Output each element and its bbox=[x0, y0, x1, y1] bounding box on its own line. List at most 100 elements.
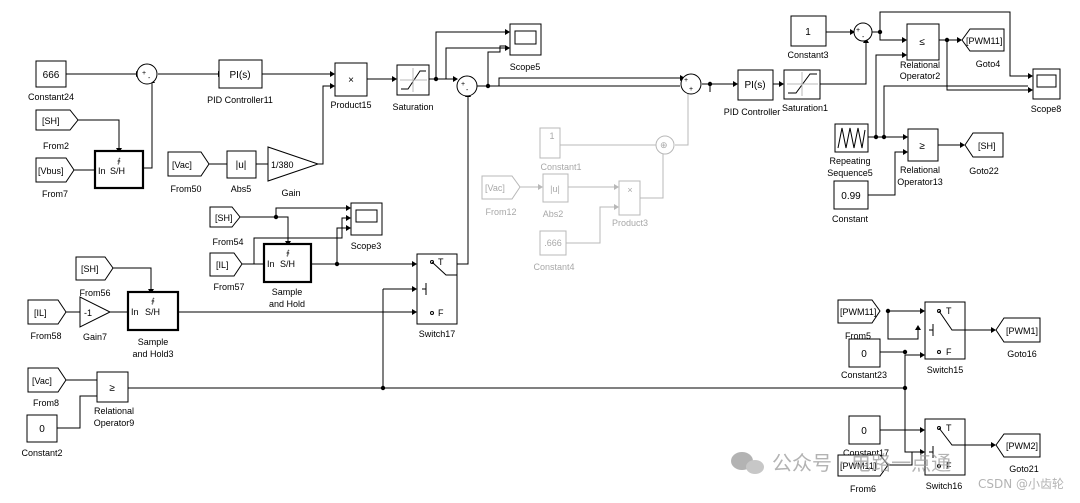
svg-text:From54: From54 bbox=[212, 237, 243, 247]
svg-text:In: In bbox=[98, 166, 106, 176]
goto4-block[interactable]: [PWM11] Goto4 bbox=[961, 28, 1005, 69]
from8-block[interactable]: [Vac] From8 bbox=[27, 367, 67, 408]
from2-block[interactable]: [SH] From2 bbox=[35, 109, 79, 151]
from57-block[interactable]: [IL] From57 bbox=[209, 252, 245, 292]
relational-operator9-block[interactable]: ≥ Relational Operator9 bbox=[94, 371, 135, 428]
svg-text:From7: From7 bbox=[42, 189, 68, 199]
scope3-block[interactable]: Scope3 bbox=[350, 202, 383, 251]
svg-text:+: + bbox=[461, 81, 465, 88]
sum-block-2[interactable]: + - bbox=[456, 75, 478, 97]
svg-text:∮: ∮ bbox=[151, 297, 155, 305]
constant23-block[interactable]: 0 Constant23 bbox=[841, 338, 887, 380]
svg-text:From50: From50 bbox=[170, 184, 201, 194]
abs5-block[interactable]: |u| Abs5 bbox=[226, 150, 257, 194]
svg-text:Relational: Relational bbox=[900, 60, 940, 70]
svg-text:Repeating: Repeating bbox=[829, 156, 870, 166]
svg-text:[PWM2]: [PWM2] bbox=[1006, 441, 1038, 451]
svg-text:From12: From12 bbox=[485, 207, 516, 217]
sum-block-4[interactable]: + - bbox=[853, 22, 873, 42]
svg-text:Sample: Sample bbox=[272, 287, 303, 297]
product3-block[interactable]: × Product3 bbox=[612, 180, 648, 228]
svg-text:T: T bbox=[946, 423, 952, 433]
gain7-block[interactable]: -1 Gain7 bbox=[79, 296, 112, 342]
svg-text:+: + bbox=[142, 70, 146, 77]
pid-controller-block[interactable]: PI(s) PID Controller bbox=[724, 69, 781, 117]
from12-block[interactable]: [Vac] From12 bbox=[481, 175, 521, 217]
sum-block-1[interactable]: + - bbox=[136, 63, 158, 85]
constant4-block[interactable]: .666 Constant4 bbox=[533, 230, 575, 272]
svg-text:T: T bbox=[438, 257, 444, 267]
sample-and-hold-block[interactable]: ∮ In S/H Sample and Hold bbox=[262, 242, 313, 309]
svg-text:Switch15: Switch15 bbox=[927, 365, 964, 375]
from5-block[interactable]: [PWM11] From5 bbox=[837, 299, 881, 341]
svg-text:0.99: 0.99 bbox=[841, 191, 861, 202]
constant2-block[interactable]: 0 Constant2 bbox=[21, 414, 63, 458]
constant24-block[interactable]: 666 Constant24 bbox=[28, 60, 74, 102]
svg-text:Goto16: Goto16 bbox=[1007, 349, 1037, 359]
from50-block[interactable]: [Vac] From50 bbox=[167, 151, 210, 194]
sum-block-commented[interactable]: ⊕ bbox=[655, 135, 675, 155]
svg-text:Constant: Constant bbox=[832, 214, 869, 224]
svg-text:1: 1 bbox=[805, 27, 811, 38]
svg-text:CSDN @小齿轮: CSDN @小齿轮 bbox=[978, 477, 1064, 491]
product15-block[interactable]: × Product15 bbox=[330, 62, 372, 110]
svg-text:0: 0 bbox=[861, 426, 867, 437]
svg-text:[Vac]: [Vac] bbox=[485, 183, 505, 193]
svg-text:Scope3: Scope3 bbox=[351, 241, 382, 251]
svg-text:∮: ∮ bbox=[286, 249, 290, 257]
constant1-block[interactable]: 1 Constant1 bbox=[539, 127, 582, 172]
svg-text:S/H: S/H bbox=[145, 307, 160, 317]
svg-text:≥: ≥ bbox=[109, 383, 115, 394]
svg-text:Abs2: Abs2 bbox=[543, 209, 564, 219]
pid-controller11-block[interactable]: PI(s) PID Controller11 bbox=[207, 59, 273, 105]
switch17-block[interactable]: T F Switch17 bbox=[416, 253, 458, 339]
svg-text:Goto22: Goto22 bbox=[969, 166, 999, 176]
svg-text:Relational: Relational bbox=[900, 165, 940, 175]
constant3-block[interactable]: 1 Constant3 bbox=[787, 15, 829, 60]
from56-block[interactable]: [SH] From56 bbox=[75, 256, 114, 298]
switch16-block[interactable]: T F Switch16 bbox=[924, 418, 966, 491]
scope5-block[interactable]: Scope5 bbox=[509, 23, 542, 72]
svg-text:Product3: Product3 bbox=[612, 218, 648, 228]
gain-block[interactable]: 1/380 Gain bbox=[267, 146, 320, 198]
svg-text:[PWM1]: [PWM1] bbox=[1006, 326, 1038, 336]
svg-text:PI(s): PI(s) bbox=[229, 70, 250, 81]
abs2-block[interactable]: |u| Abs2 bbox=[542, 173, 569, 219]
svg-text:Abs5: Abs5 bbox=[231, 184, 252, 194]
constant17-block[interactable]: 0 Constant17 bbox=[843, 415, 889, 458]
sample-and-hold3-block[interactable]: ∮ In S/H Sample and Hold3 bbox=[126, 290, 180, 359]
from6-block[interactable]: [PWM11] From6 bbox=[837, 454, 889, 494]
svg-text:Goto4: Goto4 bbox=[976, 59, 1001, 69]
svg-text:Constant4: Constant4 bbox=[533, 262, 574, 272]
svg-text:Product15: Product15 bbox=[330, 100, 371, 110]
svg-text:Goto21: Goto21 bbox=[1009, 464, 1039, 474]
goto16-block[interactable]: [PWM1] Goto16 bbox=[995, 317, 1041, 359]
from54-block[interactable]: [SH] From54 bbox=[209, 206, 244, 247]
svg-text:[Vbus]: [Vbus] bbox=[38, 166, 64, 176]
constant-block[interactable]: 0.99 Constant bbox=[832, 180, 869, 224]
svg-text:[PWM11]: [PWM11] bbox=[840, 461, 876, 471]
svg-text:and Hold: and Hold bbox=[269, 299, 305, 309]
goto21-block[interactable]: [PWM2] Goto21 bbox=[995, 433, 1041, 474]
sample-hold-block-a[interactable]: ∮ In S/H bbox=[93, 149, 145, 190]
svg-text:[IL]: [IL] bbox=[216, 260, 229, 270]
goto22-block[interactable]: [SH] Goto22 bbox=[964, 132, 1004, 176]
svg-text:and Hold3: and Hold3 bbox=[132, 349, 173, 359]
svg-text:-: - bbox=[148, 75, 151, 82]
sum-block-3[interactable]: + + bbox=[680, 73, 702, 95]
from7-block[interactable]: [Vbus] From7 bbox=[35, 157, 75, 199]
svg-text:[SH]: [SH] bbox=[81, 264, 99, 274]
saturation-block[interactable]: Saturation bbox=[392, 64, 434, 112]
repeating-sequence5-block[interactable]: Repeating Sequence5 bbox=[827, 123, 873, 178]
relational-operator13-block[interactable]: ≥ Relational Operator13 bbox=[897, 128, 943, 187]
svg-text:+: + bbox=[684, 77, 688, 84]
svg-text:1: 1 bbox=[549, 131, 554, 141]
switch15-block[interactable]: T F Switch15 bbox=[924, 301, 966, 375]
svg-text:0: 0 bbox=[39, 424, 45, 435]
relational-operator2-block[interactable]: ≤ Relational Operator2 bbox=[900, 23, 941, 81]
saturation1-block[interactable]: Saturation1 bbox=[782, 69, 828, 113]
svg-text:[SH]: [SH] bbox=[215, 213, 233, 223]
scope8-block[interactable]: Scope8 bbox=[1031, 68, 1062, 114]
from58-block[interactable]: [IL] From58 bbox=[27, 299, 67, 341]
